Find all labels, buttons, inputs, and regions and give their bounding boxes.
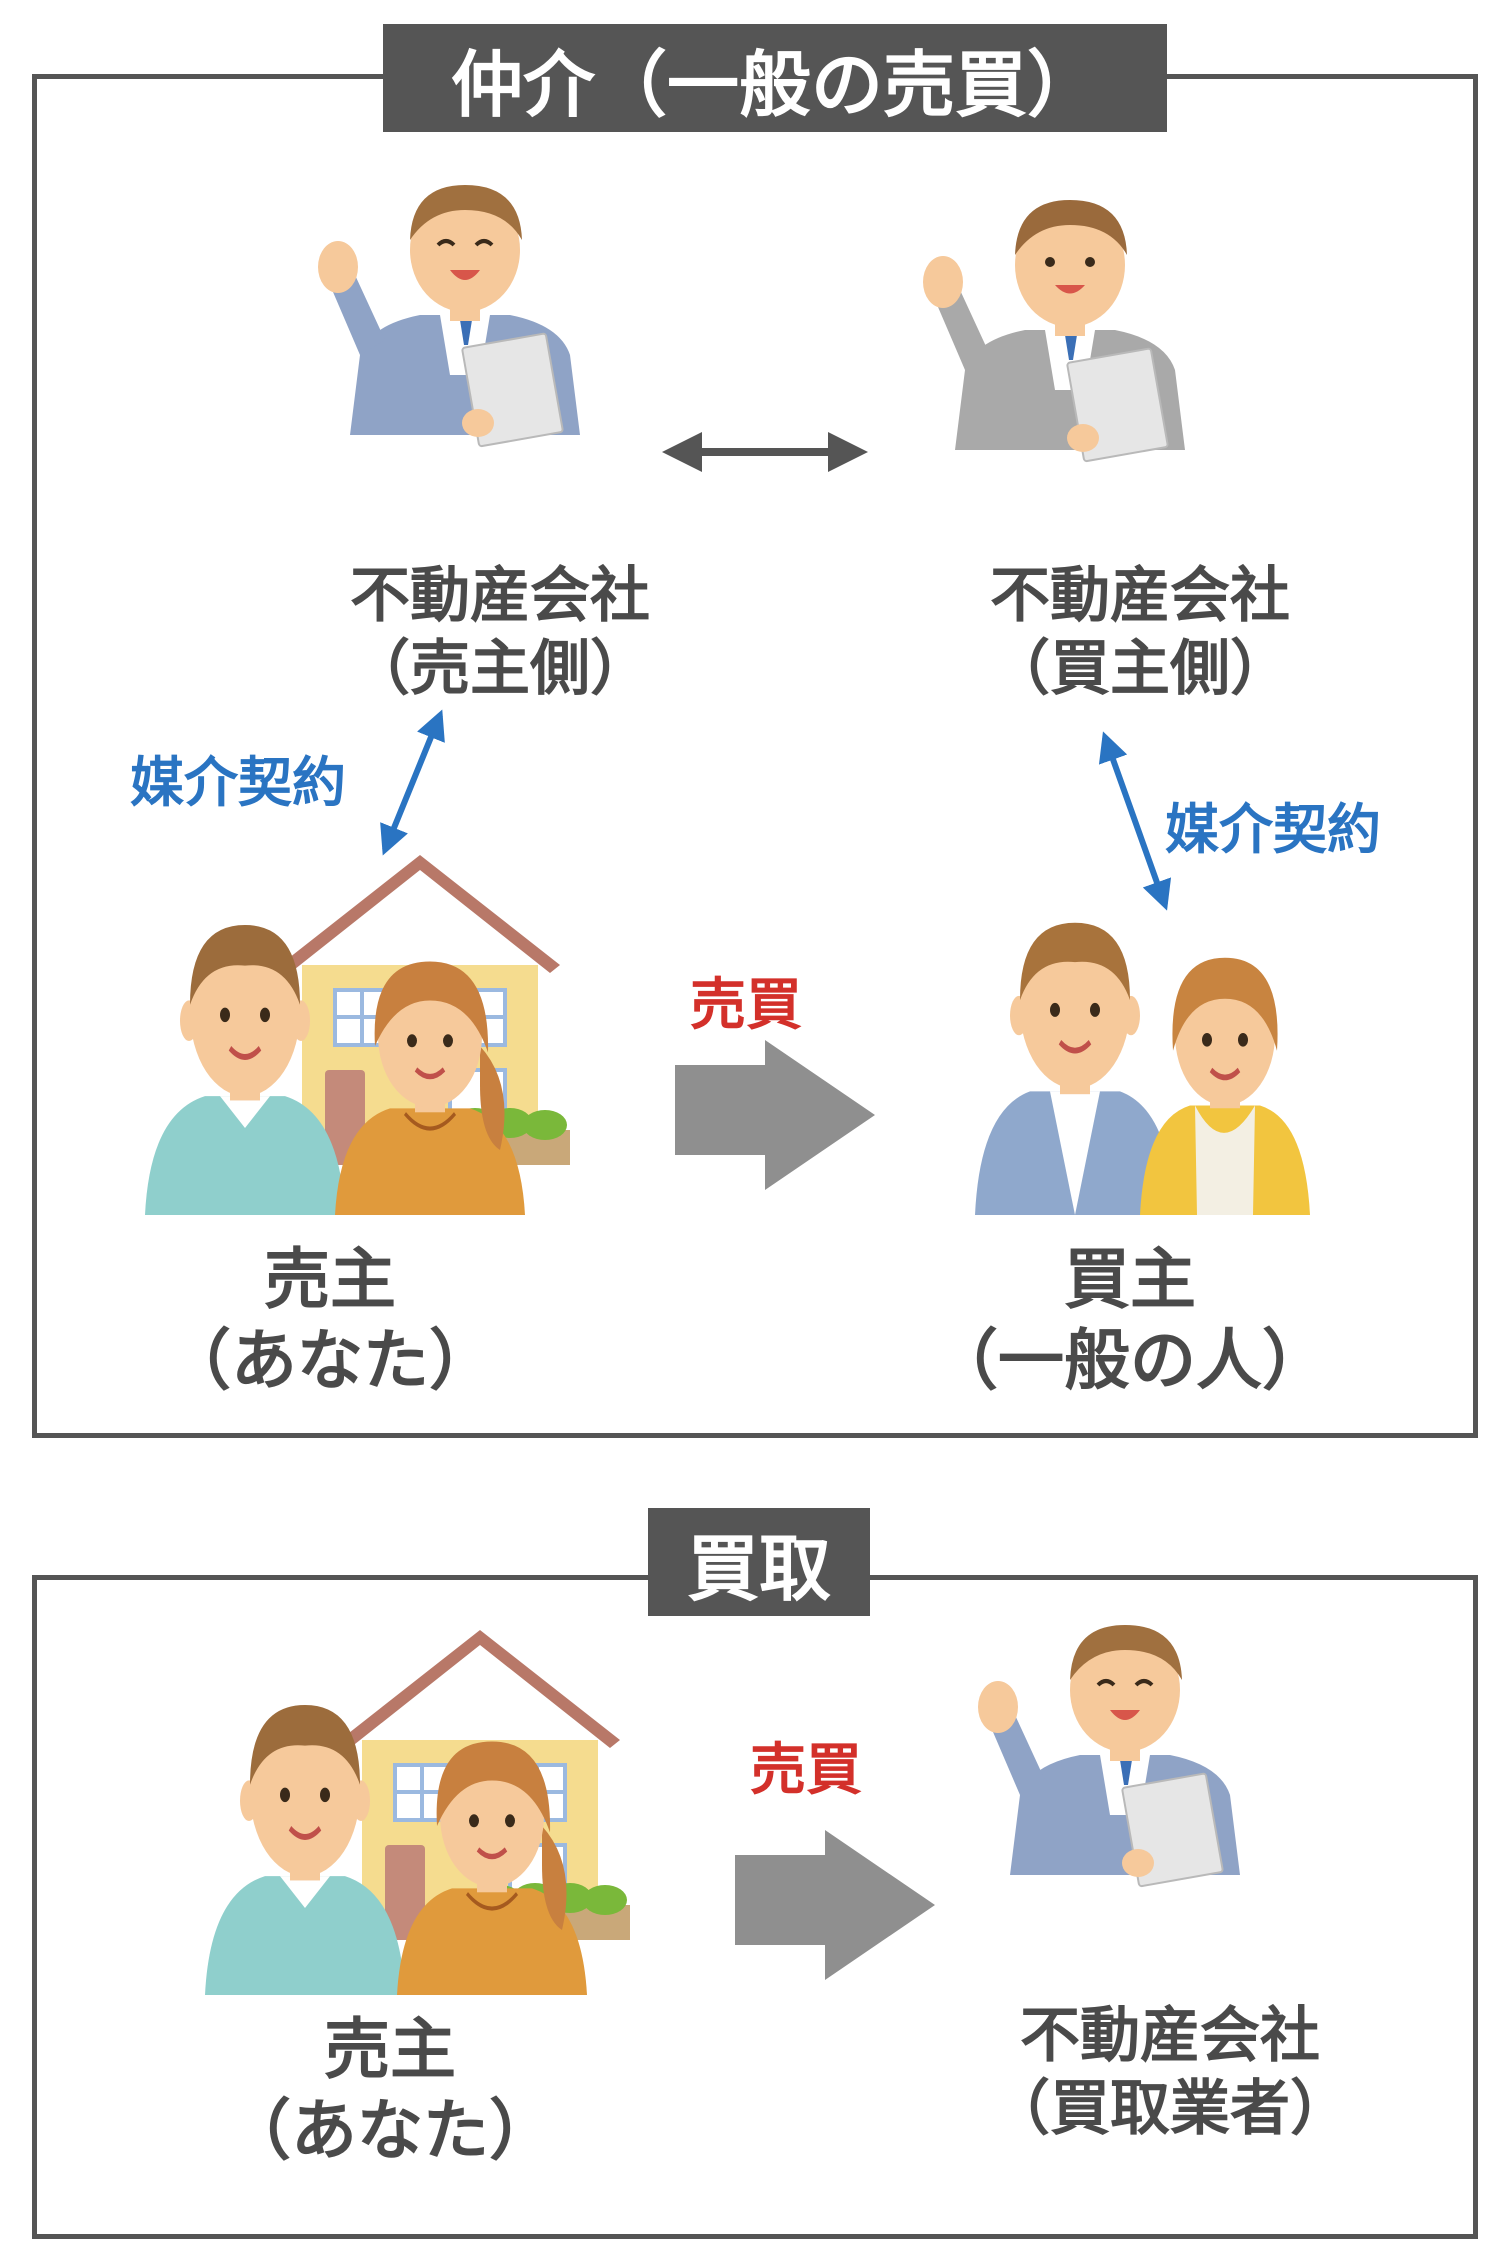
purchase-seller-role: （あなた） [225,2091,555,2169]
buyer-agent-label: 不動産会社 （買主側） [960,560,1320,706]
buyer-agent-name: 不動産会社 [990,561,1290,631]
seller-role: （あなた） [165,1321,495,1399]
brokerage-sale-label: 売買 [690,973,802,1038]
brokerage-connectors [380,432,1172,1190]
purchase-agent-role: （買取業者） [990,2074,1350,2145]
buyer-name: 買主 [1064,1241,1196,1318]
seller-agent-name: 不動産会社 [350,561,650,631]
buyer-contract-arrow [1098,731,1172,911]
seller-agent-role: （売主側） [350,634,650,705]
purchase-title: 買取 [648,1508,870,1616]
seller-name: 売主 [264,1241,396,1318]
seller-agent-label: 不動産会社 （売主側） [320,560,680,706]
seller-contract-label: 媒介契約 [130,751,346,814]
purchase-sale-arrow [735,1830,935,1980]
buyer-agent-role: （買主側） [990,634,1290,705]
buyer-contract-label: 媒介契約 [1165,798,1381,861]
purchase-agent-name: 不動産会社 [1020,2001,1320,2071]
buyer-role: （一般の人） [932,1321,1328,1399]
buyer-label: 買主 （一般の人） [930,1240,1330,1401]
purchase-agent-illustration [976,1623,1242,1889]
purchase-agent-label: 不動産会社 （買取業者） [980,2000,1360,2146]
purchase-seller-name: 売主 [324,2011,456,2088]
seller-contract-arrow [380,709,445,856]
purchase-sale-label: 売買 [750,1738,862,1803]
seller-label: 売主 （あなた） [150,1240,510,1401]
purchase-seller-label: 売主 （あなた） [210,2010,570,2171]
brokerage-title: 仲介（一般の売買） [383,24,1167,132]
brokerage-sale-arrow [675,1040,875,1190]
